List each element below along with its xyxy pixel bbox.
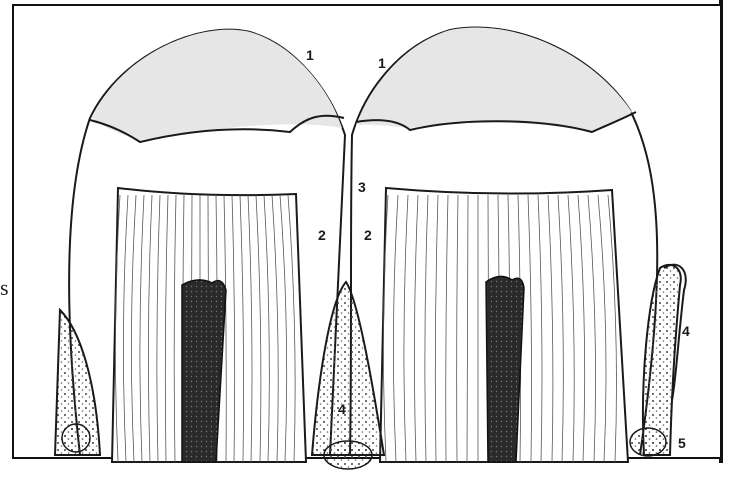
label-crown-right: 1 [378, 55, 386, 71]
right-crown-enamel [356, 28, 632, 132]
label-bone-right: 4 [682, 323, 690, 339]
right-bone-marrow [630, 428, 666, 456]
label-bone-corner: 5 [678, 435, 686, 451]
septum-marrow [324, 441, 372, 469]
label-root-right: 2 [364, 227, 372, 243]
label-contact-point: 3 [358, 179, 366, 195]
left-bone-marrow [62, 424, 90, 452]
label-crown-left: 1 [306, 47, 314, 63]
left-crown-enamel [92, 30, 342, 140]
label-bone-septum: 4 [338, 401, 346, 417]
label-root-left: 2 [318, 227, 326, 243]
